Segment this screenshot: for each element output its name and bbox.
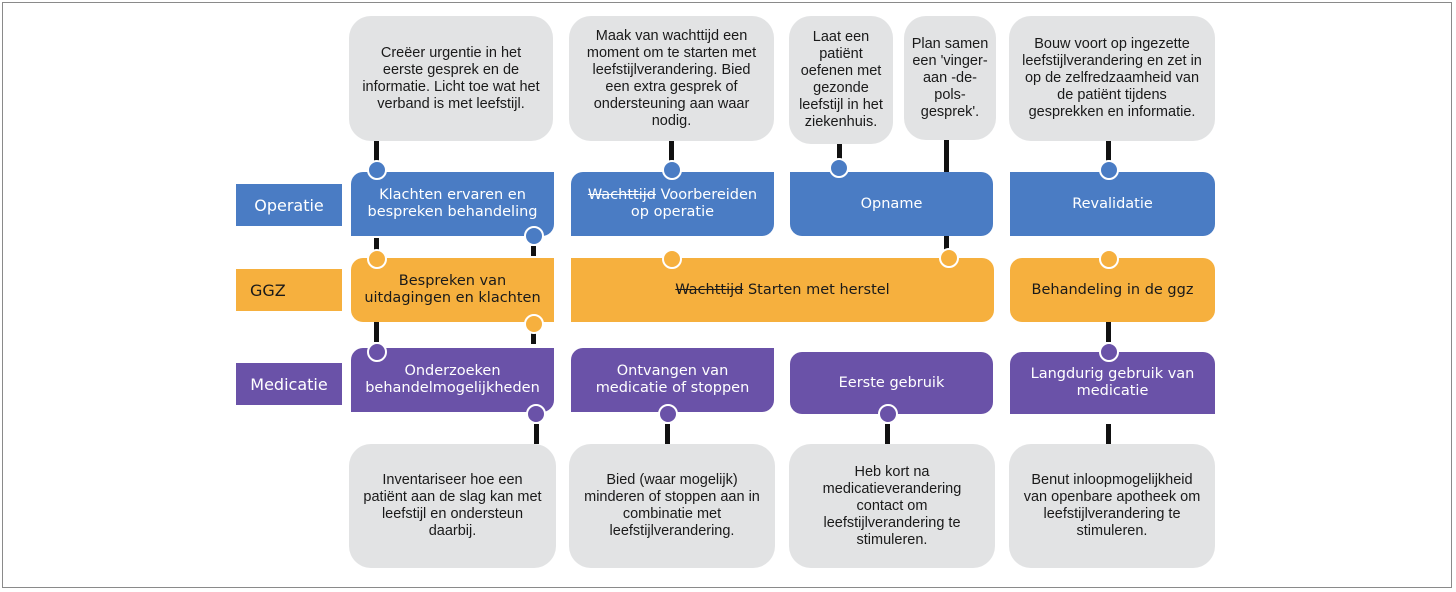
top-callout-4: Plan samen een 'vinger-aan -de-pols-gesp… [904,16,996,140]
timeline-dot [1099,160,1119,180]
timeline-dot [367,342,387,362]
struck-wachttijd: Wachttijd [587,187,656,203]
operatie-step-1: Klachten ervaren en bespreken behandelin… [351,172,554,236]
top-callout-1: Creëer urgentie in het eerste gesprek en… [349,16,553,141]
timeline-dot [939,248,959,268]
timeline-dot [367,160,387,180]
bottom-callout-3: Heb kort na medicatieverandering contact… [789,444,995,568]
connector [1106,322,1111,342]
top-callout-3: Laat een patiënt oefenen met gezonde lee… [789,16,893,144]
ggz-step-2-label: Starten met herstel [743,281,890,298]
top-callout-2: Maak van wachttijd een moment om te star… [569,16,774,141]
connector [534,424,539,444]
bottom-callout-2: Bied (waar mogelijk) minderen of stoppen… [569,444,775,568]
connector [885,424,890,444]
connector [531,330,536,344]
ggz-step-3: Behandeling in de ggz [1010,258,1215,322]
connector [374,140,379,164]
medicatie-step-2: Ontvangen van medicatie of stoppen [571,348,774,412]
bottom-callout-4: Benut inloopmogelijkheid van openbare ap… [1009,444,1215,568]
ggz-step-1: Bespreken van uitdagingen en klachten [351,258,554,322]
timeline-dot [1099,342,1119,362]
timeline-dot [1099,249,1119,269]
timeline-dot [524,314,544,334]
operatie-step-2: Wachttijd Voorbereiden op operatie [571,172,774,236]
connector [1106,140,1111,164]
timeline-dot [367,249,387,269]
row-label-operatie: Operatie [236,184,342,226]
timeline-dot [662,160,682,180]
row-label-ggz: GGZ [236,269,342,311]
timeline-dot [658,404,678,424]
struck-wachttijd: Wachttijd [675,281,744,298]
connector [374,238,379,254]
medicatie-step-4: Langdurig gebruik van medicatie [1010,352,1215,414]
top-callout-5: Bouw voort op ingezette leefstijlverande… [1009,16,1215,141]
timeline-dot [526,404,546,424]
connector [665,424,670,444]
timeline-dot [524,226,544,246]
operatie-step-3: Opname [790,172,993,236]
timeline-dot [662,249,682,269]
connector [1106,424,1111,444]
timeline-dot [829,158,849,178]
connector [531,246,536,256]
connector [669,140,674,164]
timeline-dot [878,404,898,424]
ggz-step-2: Wachttijd Starten met herstel [571,258,994,322]
operatie-step-2-label: Voorbereiden op operatie [630,187,758,220]
connector [374,322,379,342]
row-label-medicatie: Medicatie [236,363,342,405]
medicatie-step-3: Eerste gebruik [790,352,993,414]
operatie-step-4: Revalidatie [1010,172,1215,236]
connector [837,143,842,161]
medicatie-step-1: Onderzoeken behandelmogelijkheden [351,348,554,412]
bottom-callout-1: Inventariseer hoe een patiënt aan de sla… [349,444,556,568]
